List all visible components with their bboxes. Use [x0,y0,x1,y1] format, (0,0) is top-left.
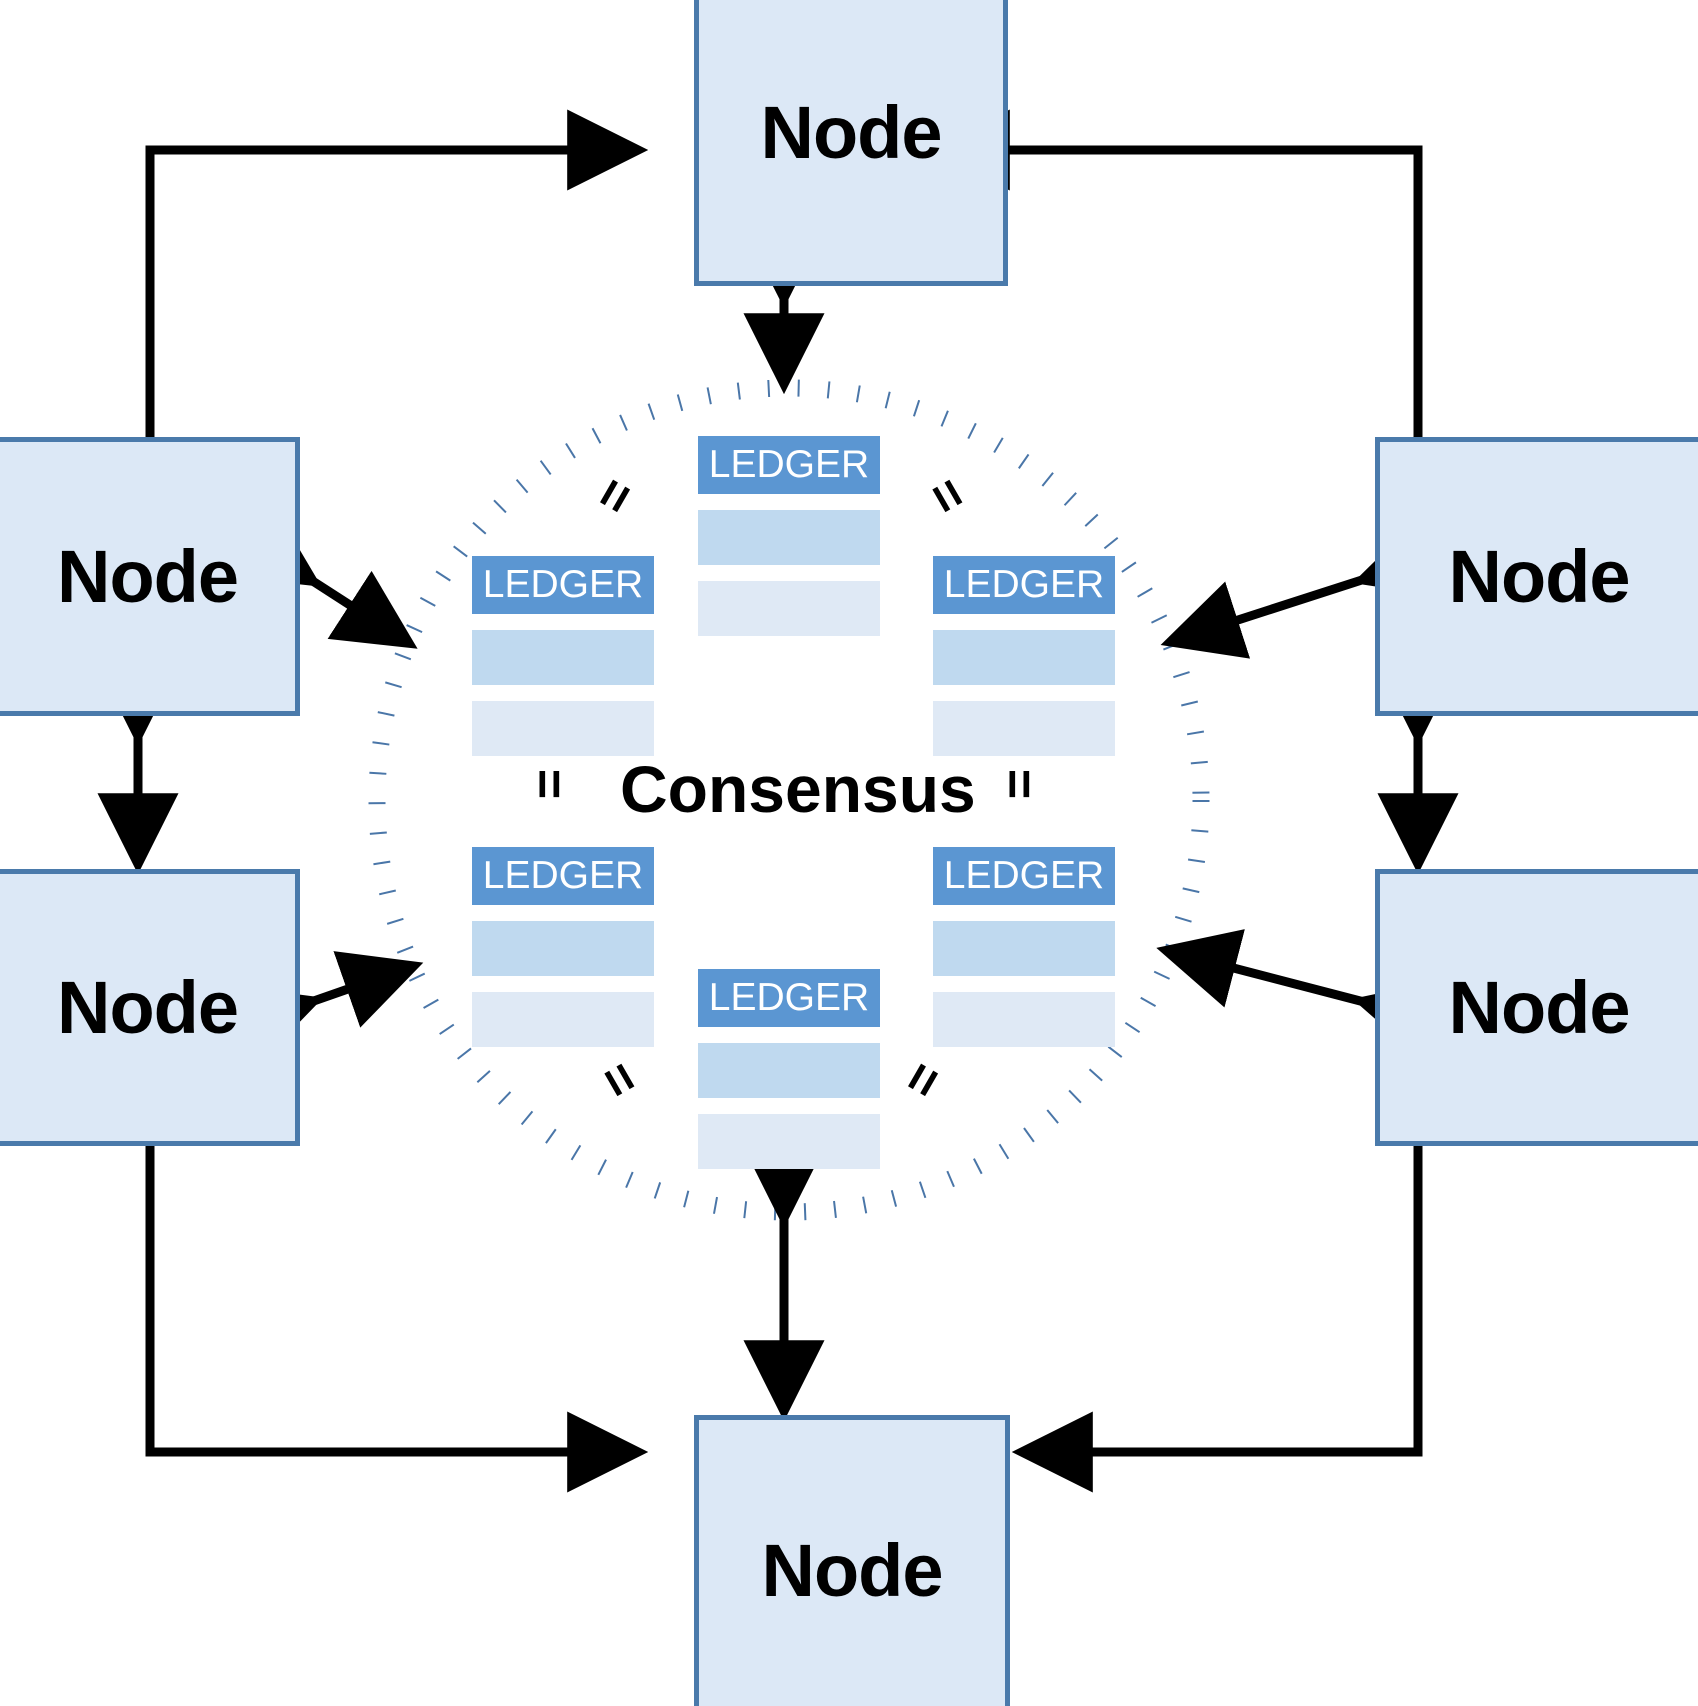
equals-mark-mid-right: = [990,768,1049,800]
equals-mark-top-right: = [914,468,980,524]
ledger-right-lower[interactable]: LEDGER [933,847,1115,1047]
arrow-leftlower-to-bottom [145,1146,649,1493]
ledger-header: LEDGER [933,556,1115,614]
arrow-rightupper-to-consensus [1160,519,1443,659]
ledger-row-1 [933,921,1115,976]
ledger-row-2 [698,1114,880,1169]
node-right-upper[interactable]: Node [1375,437,1698,716]
node-bottom[interactable]: Node [694,1415,1010,1706]
ledger-left-upper[interactable]: LEDGER [472,556,654,756]
arrow-rightlower-to-bottom [1011,1146,1423,1493]
node-label: Node [1448,965,1631,1049]
node-label: Node [760,91,943,174]
node-right-lower[interactable]: Node [1375,869,1698,1146]
ledger-header: LEDGER [933,847,1115,905]
ledger-row-1 [933,630,1115,685]
node-label: Node [57,534,239,618]
consensus-label: Consensus [620,752,976,826]
node-label: Node [1448,534,1631,618]
equals-mark-bottom-right: = [890,1052,956,1108]
ledger-row-1 [698,510,880,565]
ledger-row-2 [933,701,1115,756]
ledger-right-upper[interactable]: LEDGER [933,556,1115,756]
ledger-header: LEDGER [698,969,880,1027]
ledger-row-2 [933,992,1115,1047]
equals-mark-mid-left: = [520,768,579,800]
ledger-row-1 [472,630,654,685]
ledger-row-2 [472,992,654,1047]
node-label: Node [761,1528,944,1612]
ledger-header: LEDGER [472,556,654,614]
node-label: Node [57,965,239,1049]
arrow-rightlower-to-consensus [1156,929,1441,1059]
ledger-row-1 [472,921,654,976]
ledger-row-2 [698,581,880,636]
arrow-leftupper-to-consensus [231,508,418,649]
ledger-row-2 [472,701,654,756]
ledger-header: LEDGER [472,847,654,905]
node-top[interactable]: Node [694,0,1008,286]
ledger-header: LEDGER [698,436,880,494]
equals-mark-bottom-left: = [586,1052,652,1108]
node-left-upper[interactable]: Node [0,437,300,716]
arrow-rightupper-to-top [928,109,1423,437]
ledger-bottom[interactable]: LEDGER [698,969,880,1169]
ledger-top[interactable]: LEDGER [698,436,880,636]
ledger-row-1 [698,1043,880,1098]
node-left-lower[interactable]: Node [0,869,300,1146]
arrow-leftupper-to-top [145,109,649,437]
arrow-leftlower-to-consensus [233,951,424,1063]
ledger-left-lower[interactable]: LEDGER [472,847,654,1047]
equals-mark-top-left: = [582,468,648,524]
